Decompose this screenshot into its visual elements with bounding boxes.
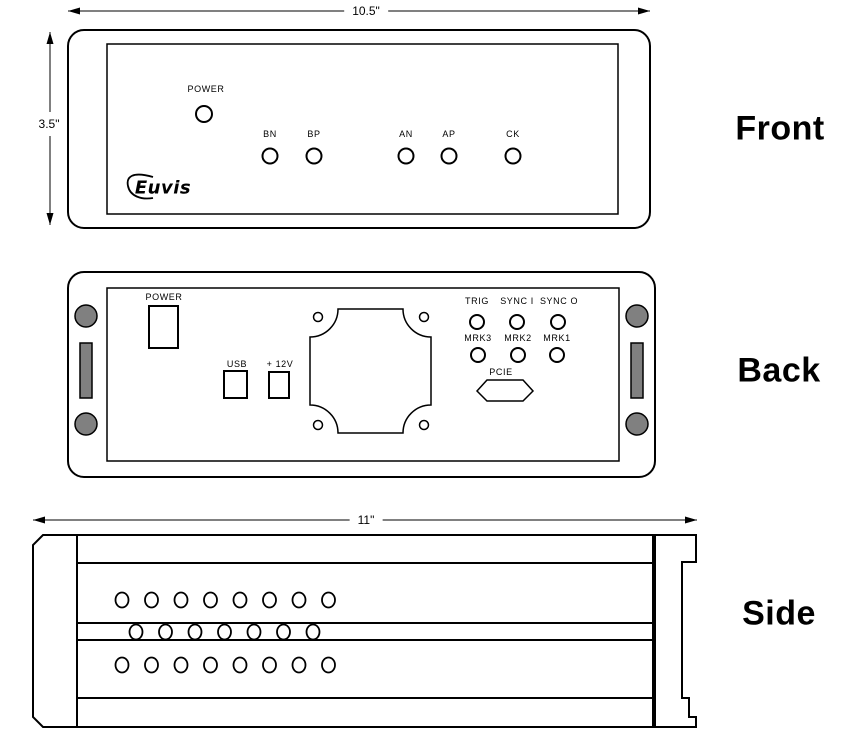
front-view-title: Front [735, 109, 825, 148]
sync-out-connector [550, 314, 566, 330]
mrk3-connector [470, 347, 486, 363]
led-bp [305, 147, 323, 165]
mount-hole-bottom-right [625, 412, 649, 436]
side-width-dimension: 11" [349, 513, 383, 527]
sync-o-label: SYNC O [539, 296, 579, 306]
front-height-dimension: 3.5" [37, 112, 61, 136]
brand-logo: Euvis [134, 177, 192, 199]
vent-holes-top-row [114, 591, 336, 609]
led-label-ap: AP [442, 129, 456, 139]
led-label-an: AN [399, 129, 413, 139]
power-switch-cutout [148, 305, 179, 349]
logo-swoosh-icon [126, 173, 154, 200]
sync-i-label: SYNC I [500, 296, 534, 306]
plus-12v-label: + 12V [266, 359, 294, 369]
mount-slot-right [630, 342, 644, 399]
mount-hole-top-right [625, 304, 649, 328]
arrowhead-left-icon [68, 7, 80, 15]
mrk2-connector [510, 347, 526, 363]
mrk1-connector [549, 347, 565, 363]
front-view [46, 7, 651, 229]
back-view [67, 271, 656, 478]
side-view [32, 516, 697, 728]
side-body [76, 534, 654, 728]
led-label-bp: BP [307, 129, 321, 139]
led-ck [504, 147, 522, 165]
side-rear-bracket [654, 534, 697, 728]
usb-port-cutout [223, 370, 248, 399]
pcie-label: PCIE [489, 367, 513, 377]
led-label-ck: CK [506, 129, 520, 139]
vent-holes-middle-row [128, 623, 321, 641]
mount-hole-top-left [74, 304, 98, 328]
vent-holes-bottom-row [114, 656, 336, 674]
back-panel [106, 287, 620, 462]
arrowhead-right-icon [685, 516, 697, 524]
mrk3-label: MRK3 [464, 333, 492, 343]
mrk1-label: MRK1 [543, 333, 571, 343]
arrowhead-right-icon [638, 7, 650, 15]
front-faceplate [106, 43, 619, 215]
mrk2-label: MRK2 [504, 333, 532, 343]
mount-hole-bottom-left [74, 412, 98, 436]
cutout-screw-hole-bl [312, 419, 324, 431]
front-power-led [195, 105, 213, 123]
trig-connector [469, 314, 485, 330]
usb-label: USB [226, 359, 248, 369]
cutout-screw-hole-tr [418, 311, 430, 323]
arrowhead-down-icon [46, 213, 54, 225]
side-front-bezel [32, 534, 78, 728]
arrowhead-left-icon [33, 516, 45, 524]
mount-slot-left [79, 342, 93, 399]
trig-label: TRIG [465, 296, 489, 306]
led-an [397, 147, 415, 165]
pcie-connector-cutout [475, 379, 535, 402]
front-width-dimension: 10.5" [344, 4, 388, 18]
back-power-label: POWER [145, 292, 183, 302]
cutout-screw-hole-tl [312, 311, 324, 323]
led-bn [261, 147, 279, 165]
front-power-label: POWER [187, 84, 225, 94]
central-cutout [309, 308, 432, 434]
back-view-title: Back [737, 351, 821, 390]
power-12v-jack-cutout [268, 371, 290, 399]
led-label-bn: BN [263, 129, 277, 139]
led-ap [440, 147, 458, 165]
sync-in-connector [509, 314, 525, 330]
cutout-screw-hole-br [418, 419, 430, 431]
arrowhead-up-icon [46, 32, 54, 44]
side-view-title: Side [742, 594, 816, 633]
